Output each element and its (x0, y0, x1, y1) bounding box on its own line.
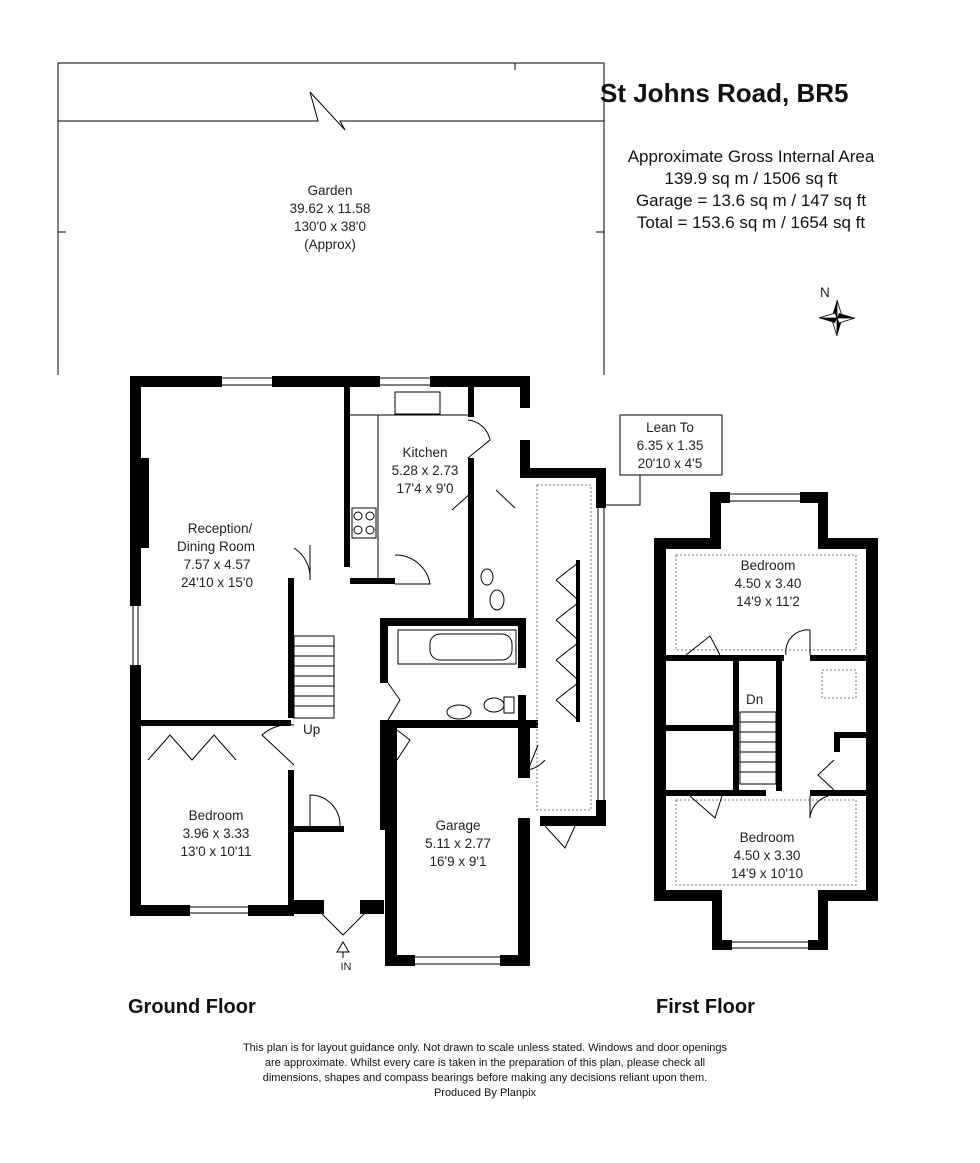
disclaimer-line-4: Produced By Planpix (433, 1087, 537, 1099)
garden-imperial: 130'0 x 38'0 (294, 219, 366, 234)
ground-stairs (293, 635, 335, 719)
ground-floor-label: Ground Floor (128, 996, 256, 1018)
area-line-2: 139.9 sq m / 1506 sq ft (664, 169, 838, 188)
area-line-1: Approximate Gross Internal Area (627, 147, 875, 166)
disclaimer-line-3: dimensions, shapes and compass bearings … (262, 1072, 708, 1084)
first-floor-walls (654, 492, 878, 950)
room-labels: Reception/ Dining Room 7.57 x 4.57 24'10… (177, 420, 803, 973)
stairs-down-label: Dn (746, 692, 763, 707)
bedroom-first-top-metric: 4.50 x 3.40 (735, 576, 802, 591)
reception-name1: Reception/ (188, 521, 253, 536)
reception-imperial: 24'10 x 15'0 (181, 575, 253, 590)
bedroom-first-bottom-metric: 4.50 x 3.30 (734, 848, 801, 863)
bedroom-ground-metric: 3.96 x 3.33 (183, 826, 250, 841)
bedroom-first-top-imperial: 14'9 x 11'2 (736, 594, 799, 609)
stairs-up-label: Up (303, 722, 320, 737)
garage-name: Garage (435, 818, 480, 833)
bedroom-first-bottom-name: Bedroom (740, 830, 795, 845)
reception-metric: 7.57 x 4.57 (184, 557, 251, 572)
garage-metric: 5.11 x 2.77 (425, 836, 491, 851)
property-title: St Johns Road, BR5 (600, 78, 849, 108)
kitchen-imperial: 17'4 x 9'0 (397, 481, 454, 496)
kitchen-name: Kitchen (402, 445, 447, 460)
area-line-4: Total = 153.6 sq m / 1654 sq ft (636, 213, 866, 232)
bedroom-ground-name: Bedroom (189, 808, 244, 823)
compass-north-label: N (820, 285, 830, 300)
bedroom-first-top-name: Bedroom (741, 558, 796, 573)
area-line-3: Garage = 13.6 sq m / 147 sq ft (635, 191, 867, 210)
lean-to-name: Lean To (646, 420, 694, 435)
garden-metric: 39.62 x 11.58 (290, 201, 371, 216)
kitchen-metric: 5.28 x 2.73 (392, 463, 459, 478)
compass-icon: N (818, 285, 856, 337)
first-floor-label: First Floor (656, 996, 755, 1018)
garden-name: Garden (307, 183, 352, 198)
garden-area: Garden 39.62 x 11.58 130'0 x 38'0 (Appro… (57, 62, 605, 375)
ground-floor-walls (130, 376, 723, 966)
area-summary: Approximate Gross Internal Area 139.9 sq… (586, 146, 916, 234)
bedroom-first-bottom-imperial: 14'9 x 10'10 (731, 866, 803, 881)
garage-imperial: 16'9 x 9'1 (430, 854, 487, 869)
lean-to-metric: 6.35 x 1.35 (637, 438, 704, 453)
reception-name2: Dining Room (177, 539, 255, 554)
entrance-label: IN (341, 961, 352, 973)
lean-to-imperial: 20'10 x 4'5 (638, 456, 702, 471)
bedroom-ground-imperial: 13'0 x 10'11 (181, 844, 252, 859)
disclaimer-line-2: are approximate. Whilst every care is ta… (264, 1057, 706, 1069)
garden-note: (Approx) (304, 237, 356, 252)
disclaimer-line-1: This plan is for layout guidance only. N… (242, 1042, 728, 1054)
disclaimer: This plan is for layout guidance only. N… (170, 1041, 800, 1101)
